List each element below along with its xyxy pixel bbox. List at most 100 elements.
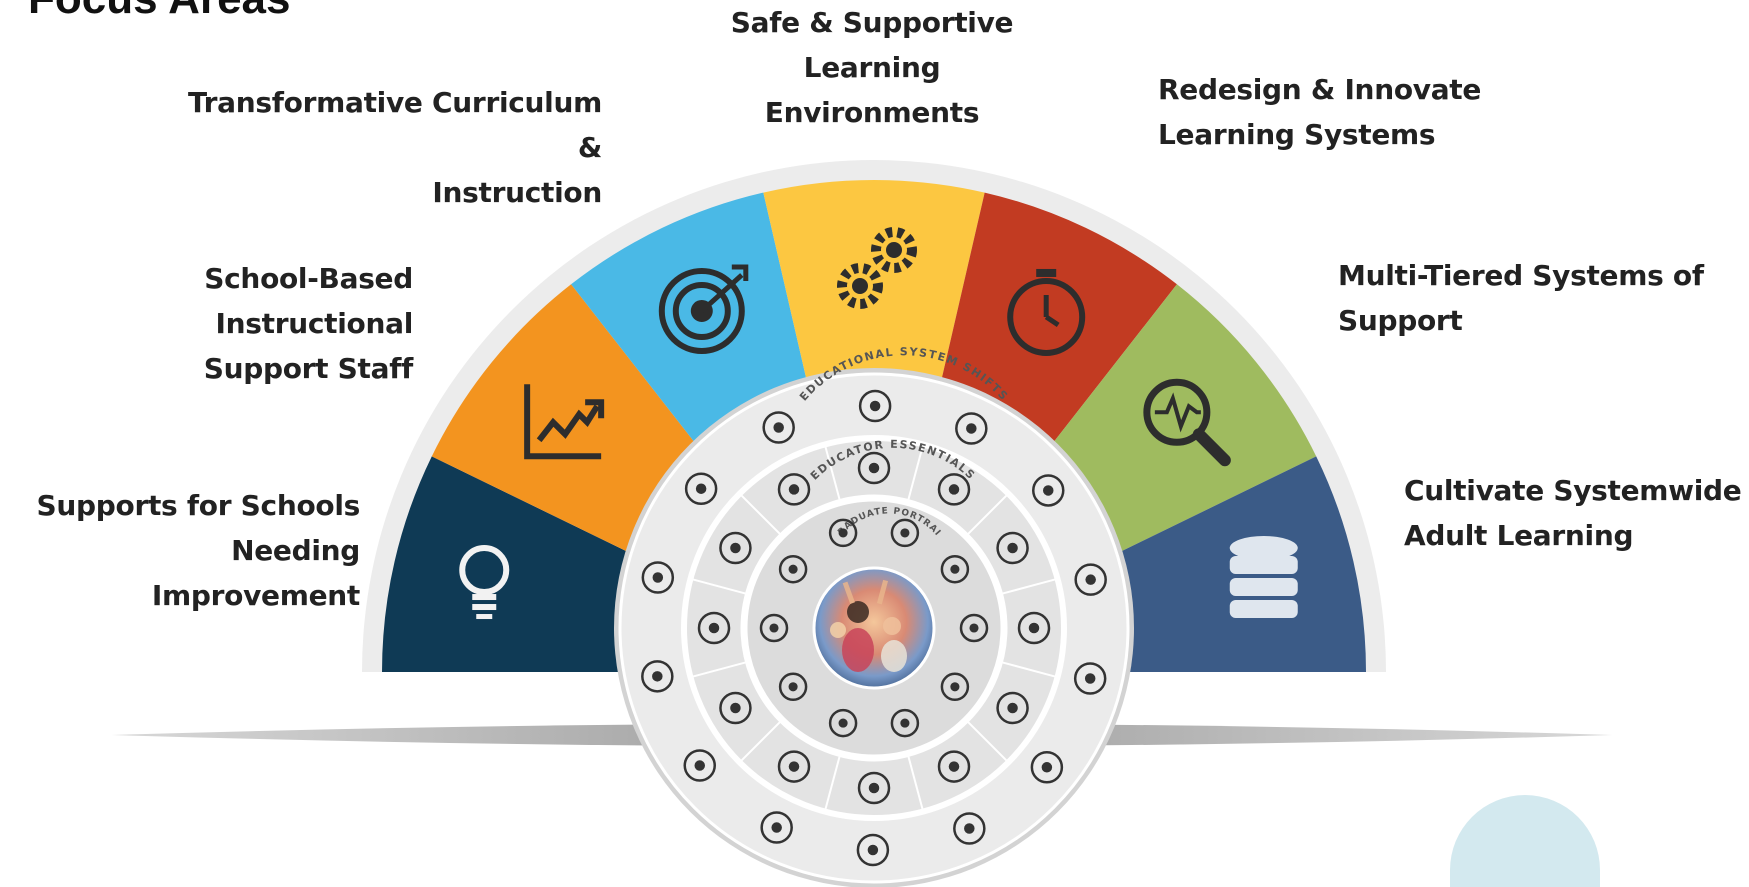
focus-area-label-line1: Supports for Schools: [36, 489, 361, 522]
focus-area-label-line1: School-Based Instructional: [204, 262, 413, 340]
focus-area-label-6: Multi-Tiered Systems of Support: [1338, 253, 1738, 343]
focus-area-label-line2: Adult Learning: [1404, 519, 1634, 552]
system-shift-icon: [683, 749, 716, 782]
ring-divider: [824, 446, 841, 501]
educator-essential-icon: [697, 611, 731, 645]
graduate-portrait-icon-center: [969, 623, 979, 633]
graduate-portrait-icon: [828, 708, 858, 738]
educator-essential-icon: [777, 750, 811, 783]
system-shift-icon: [1032, 474, 1065, 507]
graduate-portrait-icon: [890, 708, 920, 738]
focus-area-label-3: Transformative Curriculum & Instruction: [162, 80, 602, 215]
ring-divider: [692, 578, 747, 595]
graduate-portrait-icon-center: [838, 718, 848, 728]
system-shift-icon: [641, 561, 675, 594]
focus-wedge-1: [382, 456, 659, 672]
graduate-portrait-icon: [778, 554, 808, 584]
graduate-portrait-icon-center: [769, 623, 779, 633]
focus-area-label-line1: Cultivate Systemwide: [1404, 474, 1742, 507]
photo-figures: [830, 579, 907, 672]
system-shift-icon-center: [652, 572, 664, 583]
system-shift-icon: [684, 472, 718, 505]
educator-essential-icon-center: [1007, 702, 1018, 714]
graduate-portrait-icon: [890, 518, 920, 548]
database-icon: [1229, 536, 1298, 619]
focus-area-label-line2: Environments: [764, 96, 980, 129]
system-shift-icon: [762, 411, 795, 444]
educator-essential-icon-center: [1028, 622, 1040, 634]
educator-essential-icon-center: [948, 761, 960, 772]
graduate-portrait-icon-center: [838, 528, 848, 538]
system-shift-icon-center: [1084, 673, 1096, 684]
system-shift-icon-center: [1041, 762, 1053, 773]
system-shift-icon-center: [771, 822, 782, 833]
focus-area-label-line2: Learning Systems: [1158, 118, 1436, 151]
system-shift-icon: [1073, 662, 1107, 695]
graduate-portrait-icon-center: [950, 564, 960, 574]
system-shift-icon-center: [773, 422, 784, 433]
ring-divider: [740, 720, 782, 762]
ring-divider: [1001, 661, 1056, 678]
focus-area-label-line2: Support Staff: [203, 352, 414, 385]
educator-essential-icon: [996, 691, 1029, 725]
system-shift-icon: [858, 389, 892, 423]
page-title: Focus Areas: [28, 0, 290, 24]
system-shift-icon-center: [1043, 485, 1054, 496]
focus-wedge-4: [763, 179, 985, 439]
educator-essential-icon-center: [868, 462, 880, 474]
ring-divider: [824, 755, 841, 810]
graduate-portrait-icon: [940, 672, 970, 702]
educator-essential-icon: [719, 691, 752, 725]
graduate-portrait-icon-center: [900, 528, 910, 538]
stopwatch-icon: [1007, 268, 1086, 356]
magnifier-icon: [1143, 378, 1231, 467]
graduate-portrait-icon: [940, 554, 970, 584]
educator-essential-icon: [937, 473, 971, 506]
educator-essential-icon-center: [1007, 542, 1018, 554]
system-shift-icon-center: [964, 823, 975, 834]
system-shift-icon: [856, 833, 890, 867]
educator-essential-icon: [719, 531, 752, 565]
graduate-portrait-icon-center: [900, 718, 910, 728]
educator-essential-icon: [1017, 611, 1051, 645]
system-shift-icon-center: [694, 760, 705, 771]
system-shift-icon: [760, 811, 793, 844]
focus-area-label-line2: Needing Improvement: [151, 534, 360, 612]
focus-wedge-7: [1089, 456, 1366, 672]
system-shift-icon-center: [867, 844, 879, 856]
focus-area-label-line2: Support: [1338, 304, 1463, 337]
educator-essential-icon-center: [730, 702, 741, 714]
ring-divider: [907, 446, 924, 501]
system-shift-icon: [953, 812, 986, 845]
graduate-portrait-icon: [778, 672, 808, 702]
ring-divider: [966, 720, 1008, 762]
focus-area-label-line1: Redesign & Innovate: [1158, 73, 1482, 106]
system-shift-icon-center: [869, 400, 881, 412]
graduate-portrait-icon-center: [950, 682, 960, 692]
educator-essential-icon-center: [788, 761, 800, 772]
focus-area-label-line1: Multi-Tiered Systems of: [1338, 259, 1704, 292]
educator-essential-icon-center: [948, 484, 960, 495]
system-shift-icon: [1074, 563, 1107, 596]
ring-divider: [907, 755, 924, 810]
system-shift-icon-center: [1085, 574, 1096, 585]
system-shift-icon-center: [652, 671, 663, 682]
educator-essential-icon-center: [868, 782, 880, 794]
graduate-portrait-icon-center: [788, 564, 798, 574]
educator-essential-icon-center: [730, 542, 741, 554]
educator-essential-icon: [996, 531, 1029, 565]
ring-divider: [966, 494, 1008, 536]
educator-essential-icon: [857, 451, 891, 485]
graduate-portrait-icon: [959, 613, 989, 643]
system-shift-icon: [641, 660, 674, 693]
educator-essential-icon-center: [708, 622, 720, 634]
focus-area-label-line2: Instruction: [432, 176, 602, 209]
focus-area-label-line1: Transformative Curriculum &: [187, 86, 602, 164]
system-shift-icon: [1030, 751, 1064, 784]
